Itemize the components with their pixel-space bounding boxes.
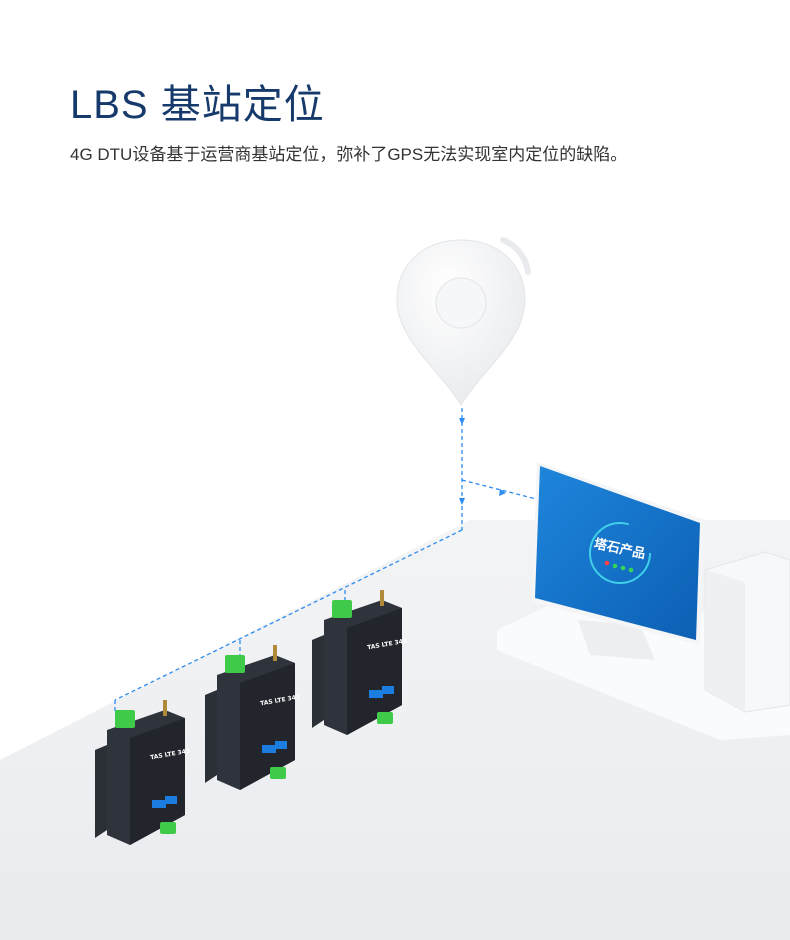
monitor	[532, 462, 705, 660]
page-subtitle: 4G DTU设备基于运营商基站定位，弥补了GPS无法实现室内定位的缺陷。	[70, 145, 628, 164]
dtu-device	[95, 700, 185, 845]
page-title: LBS 基站定位	[70, 83, 325, 127]
pc-tower	[704, 551, 790, 713]
location-pin-icon	[396, 237, 531, 406]
dtu-device	[205, 645, 295, 790]
dtu-device	[312, 590, 402, 735]
